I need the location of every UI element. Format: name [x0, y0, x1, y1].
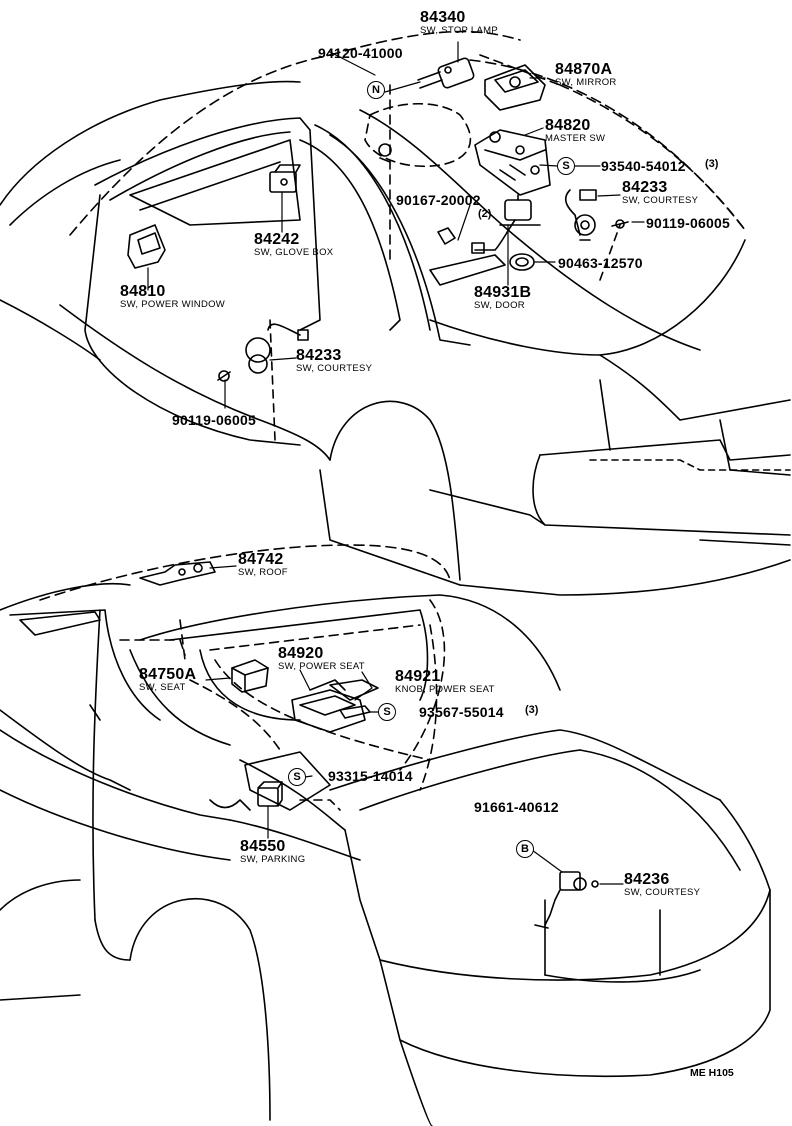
part-number: 84810	[120, 283, 166, 300]
part-number: 84921	[395, 668, 441, 685]
callout-seat: 84750A SW, SEAT	[139, 667, 196, 693]
callout-courtesy-right: 84233 SW, COURTESY	[622, 180, 698, 206]
part-description: SW, COURTESY	[624, 887, 701, 898]
part-description: SW, GLOVE BOX	[254, 247, 334, 258]
courtesy-switch-right-drawing	[565, 189, 597, 241]
callout-parking: 84550 SW, PARKING	[240, 839, 305, 865]
callout-screw-right-part: 90119-06005	[646, 215, 730, 231]
glove-clip-drawing	[378, 143, 456, 245]
part-description: SW, COURTESY	[296, 363, 373, 374]
screw-right-drawing	[611, 219, 629, 229]
door-switch-drawing	[471, 194, 541, 254]
top-leader-lines	[147, 41, 645, 409]
part-description: SW, COURTESY	[622, 195, 699, 206]
callout-screw-seat-qty: (3)	[525, 704, 539, 716]
part-number: 84920	[278, 645, 324, 662]
part-number: 84340	[420, 9, 466, 26]
callout-screw-seat-part: 93567-55014	[419, 704, 504, 720]
power-window-switch-drawing	[127, 224, 166, 269]
callout-power-seat: 84920 SW, POWER SEAT	[278, 646, 365, 672]
part-number: 84233	[622, 179, 668, 196]
callout-courtesy-trunk: 84236 SW, COURTESY	[624, 872, 700, 898]
top-vehicle-outline	[0, 30, 791, 596]
master-switch-drawing	[474, 129, 551, 196]
part-number: 84550	[240, 838, 286, 855]
part-number: 84242	[254, 231, 300, 248]
callout-courtesy-left: 84233 SW, COURTESY	[296, 348, 372, 374]
screw-left-drawing	[217, 370, 231, 382]
callout-screw-left-part: 90119-06005	[172, 412, 256, 428]
part-description: SW, ROOF	[238, 567, 288, 578]
part-description: SW, POWER WINDOW	[120, 299, 226, 310]
trunk-courtesy-switch-drawing	[534, 871, 599, 929]
part-number: 84820	[545, 117, 591, 134]
part-description: SW, POWER SEAT	[278, 661, 365, 672]
part-number: 84236	[624, 871, 670, 888]
callout-screw-parking-part: 93315-14014	[328, 768, 413, 784]
clip-right-drawing	[509, 253, 535, 271]
callout-clip-right-part: 90463-12570	[558, 255, 643, 271]
symbol-n-icon: N	[367, 81, 385, 99]
seat-switch-drawing	[231, 659, 269, 693]
callout-door: 84931B SW, DOOR	[474, 285, 531, 311]
part-number: 84742	[238, 551, 284, 568]
part-description: KNOB, POWER SEAT	[395, 684, 495, 695]
callout-master: 84820 MASTER SW	[545, 118, 605, 144]
power-seat-switch-drawing	[291, 679, 366, 733]
callout-roof: 84742 SW, ROOF	[238, 552, 288, 578]
part-number: 84233	[296, 347, 342, 364]
part-number: 84870A	[555, 61, 613, 78]
part-description: SW, SEAT	[139, 682, 186, 693]
callout-screw-master-part: 93540-54012	[601, 158, 686, 174]
part-description: SW, PARKING	[240, 854, 306, 865]
callout-glove-clip-part: 90167-20002	[396, 192, 481, 208]
callout-power-window: 84810 SW, POWER WINDOW	[120, 284, 225, 310]
callout-screw-master-qty: (3)	[705, 158, 719, 170]
stop-lamp-switch-drawing	[417, 57, 475, 89]
courtesy-switch-left-drawing	[245, 323, 309, 374]
symbol-b-icon: B	[516, 840, 534, 858]
bottom-leader-lines	[205, 565, 624, 885]
part-number: 84750A	[139, 666, 197, 683]
part-description: MASTER SW	[545, 133, 606, 144]
part-description: SW, STOP LAMP	[420, 25, 498, 36]
symbol-s-icon: S	[378, 703, 396, 721]
callout-bolt-part: 94120-41000	[318, 45, 403, 61]
callout-bolt-trunk-part: 91661-40612	[474, 799, 559, 815]
callout-glove-clip-qty: (2)	[478, 208, 492, 220]
mirror-switch-drawing	[484, 64, 546, 111]
part-number: 84931B	[474, 284, 532, 301]
symbol-s-icon: S	[557, 157, 575, 175]
bottom-vehicle-outline	[0, 544, 771, 1126]
parking-switch-drawing	[257, 781, 283, 807]
callout-glove-box: 84242 SW, GLOVE BOX	[254, 232, 333, 258]
glove-box-switch-drawing	[269, 164, 301, 193]
callout-stop-lamp: 84340 SW, STOP LAMP	[420, 10, 498, 36]
reference-code: ME H105	[690, 1067, 734, 1079]
part-description: SW, MIRROR	[555, 77, 617, 88]
part-description: SW, DOOR	[474, 300, 525, 311]
callout-mirror: 84870A SW, MIRROR	[555, 62, 617, 88]
symbol-s-icon: S	[288, 768, 306, 786]
callout-knob: 84921 KNOB, POWER SEAT	[395, 669, 495, 695]
roof-switch-drawing	[139, 561, 216, 586]
